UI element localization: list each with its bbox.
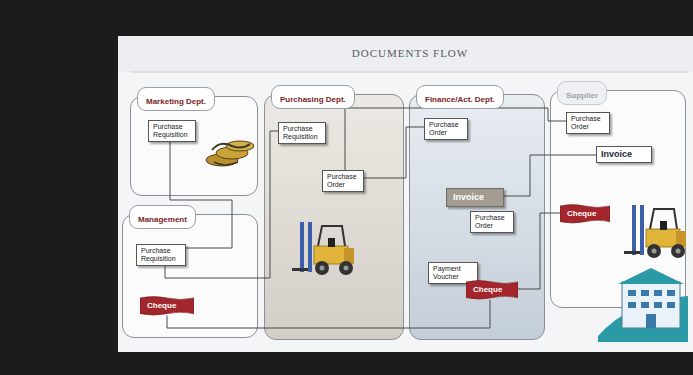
document-label: Invoice [453,192,497,203]
lane-title: Management [138,215,187,224]
document-box: Purchase Requisition [278,122,326,144]
cheque-shape [560,204,610,223]
cheque-shape [466,280,518,299]
cheque-flag: Cheque [560,204,610,224]
header-rule [130,72,688,73]
cheque-flag: Cheque [140,296,194,316]
document-box: Purchase Order [470,211,514,233]
cheque-label: Cheque [147,301,187,311]
lane-header: Finance/Act. Dept. [416,85,504,109]
cheque-shape [140,296,194,315]
document-label: Payment Voucher [433,265,473,281]
cheque-label: Cheque [473,285,511,295]
document-box: Purchase Order [566,112,610,134]
lane-header: Marketing Dept. [137,87,215,111]
document-box: Purchase Order [424,118,468,140]
document-label: Purchase Order [571,115,605,131]
department-lane: Purchase OrderInvoicePurchase OrderPayme… [409,94,545,340]
invoice-box: Invoice [446,188,504,207]
lane-header: Supplier [557,81,607,105]
diagram-title: DOCUMENTS FLOW [300,47,520,60]
document-label: Purchase Order [327,173,359,189]
document-label: Purchase Order [475,214,509,230]
cheque-flag: Cheque [466,280,518,300]
document-label: Purchase Requisition [141,247,181,263]
lane-title: Marketing Dept. [146,97,206,106]
lane-title: Supplier [566,91,598,100]
header-strip [118,36,693,72]
lane-title: Finance/Act. Dept. [425,95,495,104]
lane-title: Purchasing Dept. [280,95,346,104]
lane-header: Purchasing Dept. [271,85,355,109]
document-box: Purchase Requisition [148,120,196,142]
document-box: Purchase Order [322,170,364,192]
cheque-label: Cheque [567,209,603,219]
document-box: Payment Voucher [428,262,478,284]
department-lane: Purchase RequisitionPurchase Order Purcha… [264,94,404,340]
slide [118,36,693,352]
document-label: Invoice [601,149,647,160]
invoice-box: Invoice [596,146,652,163]
document-label: Purchase Requisition [153,123,191,139]
document-box: Purchase Requisition [136,244,186,266]
document-label: Purchase Order [429,121,463,137]
lane-header: Management [129,205,196,229]
document-label: Purchase Requisition [283,125,321,141]
department-lane: Purchase RequisitionCheque Management [122,214,258,338]
